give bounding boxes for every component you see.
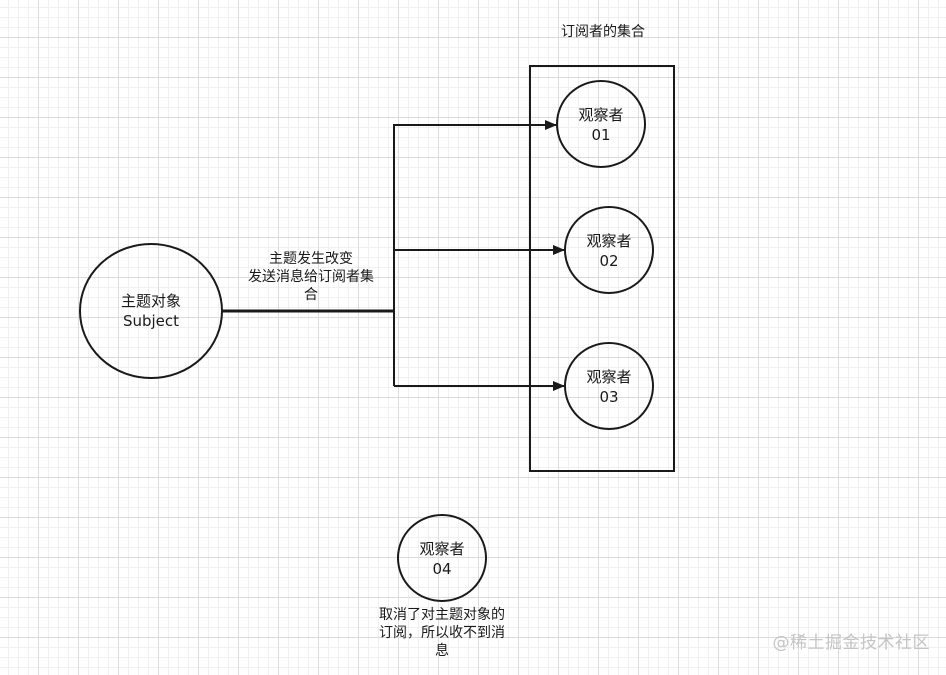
observer-node-02 — [564, 206, 654, 294]
observer-name: 观察者 — [586, 368, 632, 386]
detached-note-line1: 取消了对主题对象的 — [379, 607, 505, 623]
detached-note: 取消了对主题对象的 订阅，所以收不到消 息 — [352, 606, 532, 660]
detached-note-line2: 订阅，所以收不到消 — [379, 625, 505, 641]
message-label: 主题发生改变 发送消息给订阅者集 合 — [226, 250, 396, 304]
watermark: @稀土掘金技术社区 — [772, 633, 930, 653]
message-label-line2: 发送消息给订阅者集 — [248, 269, 374, 285]
observer-node-03 — [564, 342, 654, 430]
observer-label-02: 观察者 02 — [569, 231, 649, 271]
observer-id: 01 — [591, 126, 611, 144]
subject-label-line2: Subject — [122, 312, 180, 330]
observer-id: 04 — [432, 560, 452, 578]
observer-label-04: 观察者 04 — [402, 539, 482, 579]
observer-name: 观察者 — [578, 106, 624, 124]
message-label-line1: 主题发生改变 — [269, 251, 353, 267]
subject-label: 主题对象 Subject — [86, 291, 216, 331]
collection-title: 订阅者的集合 — [561, 24, 645, 40]
observer-label-01: 观察者 01 — [561, 105, 641, 145]
observer-node-01 — [556, 80, 646, 168]
observer-name: 观察者 — [419, 540, 465, 558]
observer-label-03: 观察者 03 — [569, 367, 649, 407]
subscriber-collection-box — [529, 65, 675, 472]
message-label-line3: 合 — [304, 287, 318, 303]
observer-id: 03 — [599, 388, 619, 406]
subject-label-line1: 主题对象 — [120, 292, 181, 310]
observer-name: 观察者 — [586, 232, 632, 250]
observer-id: 02 — [599, 252, 619, 270]
detached-note-line3: 息 — [435, 643, 449, 659]
observer-node-04 — [397, 514, 487, 602]
